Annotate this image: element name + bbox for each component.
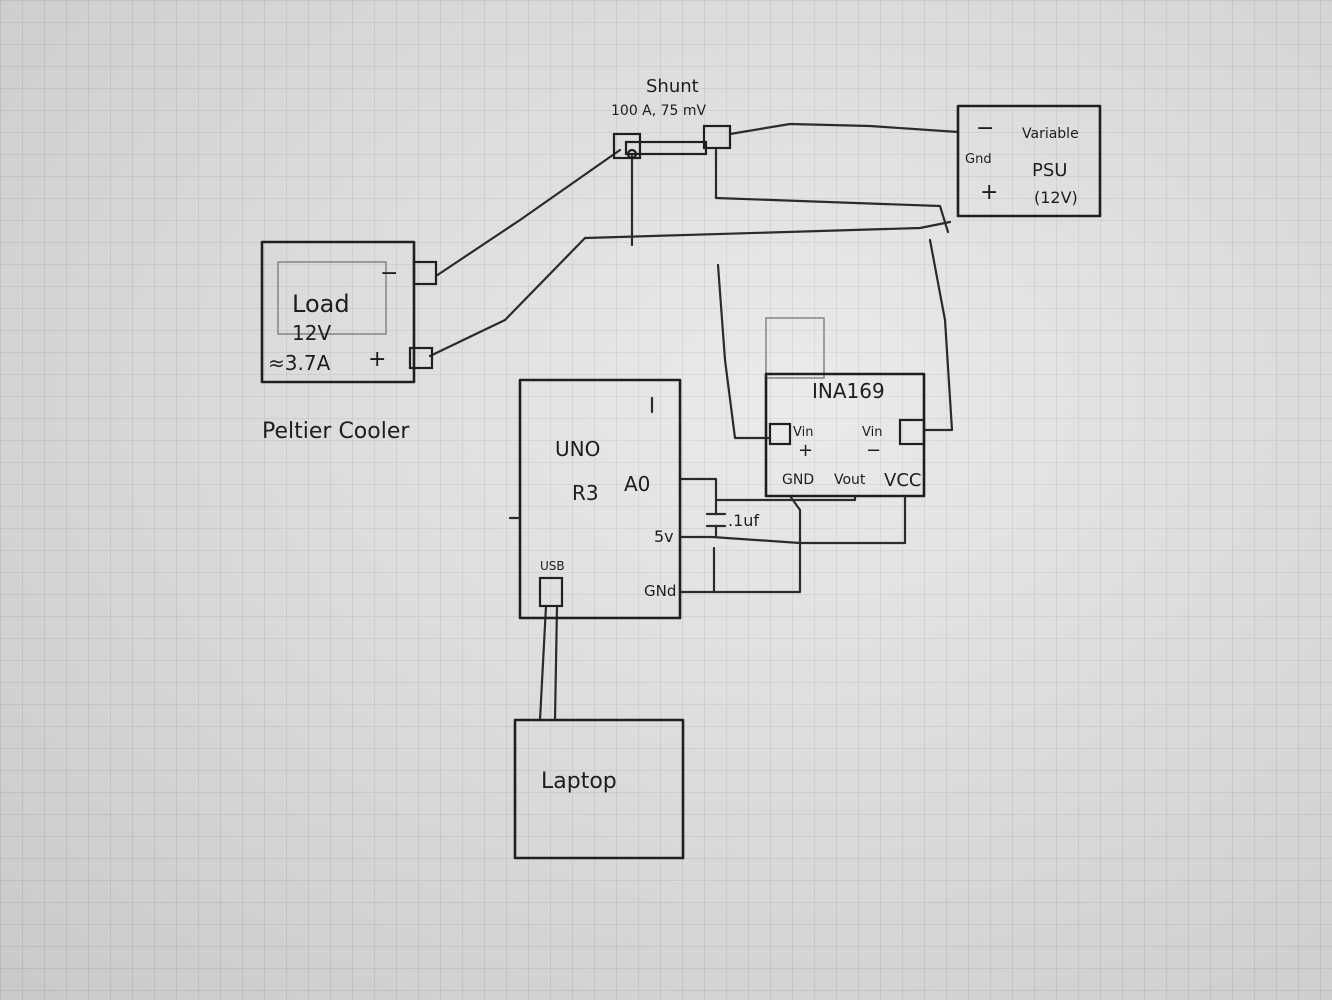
wire-load-plus-to-psu-plus [428, 220, 952, 358]
load-current: ≈3.7A [268, 351, 331, 375]
uno-box [518, 378, 682, 620]
ina-faint-sketch [765, 317, 825, 379]
uno-usb-label: USB [540, 559, 565, 573]
load-minus-label: − [380, 261, 398, 286]
load-plus-label: + [368, 347, 386, 372]
shunt-body [624, 140, 708, 156]
peltier-load: Load 12V ≈3.7A − + Peltier Cooler [260, 240, 438, 444]
psu-minus-label: − [976, 116, 994, 141]
wires [428, 122, 960, 722]
shunt-title: Shunt [646, 76, 699, 97]
ina-vin-plus-pad [768, 422, 792, 446]
ina-vout-label: Vout [834, 472, 866, 488]
psu-line2: PSU [1032, 160, 1067, 181]
wire-5v-to-vcc [678, 494, 907, 545]
shunt-left-terminal [612, 132, 642, 160]
shunt-resistor: Shunt 100 A, 75 mV [611, 76, 732, 160]
uno-5v-label: 5v [654, 527, 674, 546]
ina-vin-plus-sign: + [798, 440, 813, 461]
psu-box [956, 104, 1102, 218]
psu-gnd-label: Gnd [965, 152, 992, 167]
ina-gnd-label: GND [782, 472, 814, 488]
uno-a0-label: A0 [624, 472, 650, 496]
shunt-right-terminal [702, 124, 732, 150]
wire-shunt-right-down [714, 148, 950, 234]
capacitor-label: .1uf [728, 511, 759, 530]
laptop: Laptop [513, 718, 685, 860]
psu-line1: Variable [1022, 126, 1079, 142]
shunt-terminal-bolt-icon [626, 148, 638, 160]
load-minus-terminal [412, 260, 438, 286]
load-inner-outline [277, 261, 387, 335]
uno-line1: UNO [555, 437, 600, 461]
capacitor: .1uf [705, 511, 759, 530]
psu-line3: (12V) [1034, 188, 1078, 207]
load-title: Load [292, 290, 350, 318]
wire-psu-to-vin-minus [922, 238, 954, 432]
uno-usb-port [538, 576, 564, 608]
uno-line2: R3 [572, 481, 599, 505]
uno-gnd-label: GNd [644, 582, 676, 600]
shunt-rating: 100 A, 75 mV [611, 103, 707, 119]
wire-load-minus-to-shunt [434, 148, 622, 278]
wire-gnd-to-ina-gnd [678, 494, 802, 594]
ina169-module: INA169 Vin + Vin − GND Vout VCC [764, 317, 926, 498]
laptop-label: Laptop [541, 769, 617, 794]
wire-to-vin-plus [716, 263, 772, 440]
load-box [260, 240, 416, 384]
ina-vin-minus-pad [898, 418, 926, 446]
laptop-box [513, 718, 685, 860]
load-voltage: 12V [292, 321, 331, 345]
load-caption: Peltier Cooler [262, 419, 410, 444]
arduino-uno: UNO R3 A0 5v GNd USB [508, 378, 682, 620]
ina-vin-plus-label: Vin [793, 425, 813, 440]
ina-vin-minus-sign: − [866, 440, 881, 461]
load-plus-terminal [408, 346, 434, 370]
wire-usb-cable-left [538, 604, 548, 722]
wire-shunt-to-psu-minus [728, 122, 960, 136]
psu-plus-label: + [980, 180, 998, 205]
ina-vcc-label: VCC [884, 470, 921, 491]
ina-vin-minus-label: Vin [862, 425, 882, 440]
wire-usb-cable-right [553, 604, 559, 722]
variable-psu: − Gnd + Variable PSU (12V) [956, 104, 1102, 218]
ina-title: INA169 [812, 379, 885, 403]
